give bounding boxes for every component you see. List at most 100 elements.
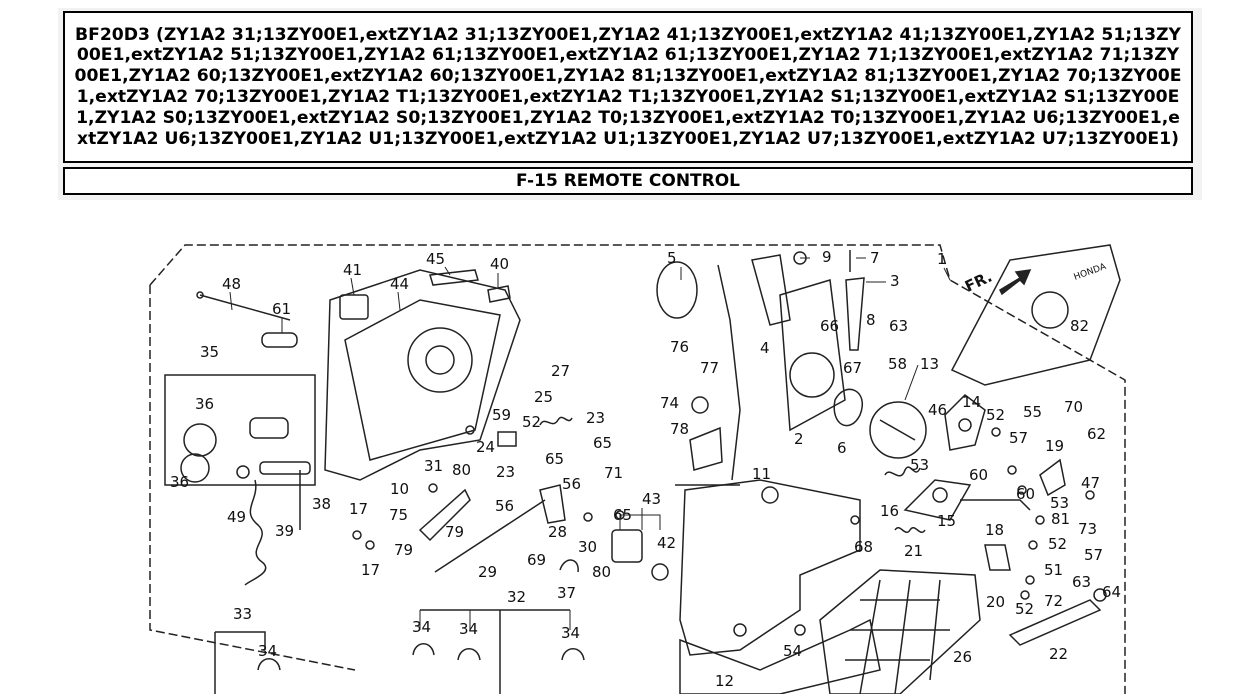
callout-36-bottom: 36 [170, 473, 189, 491]
callout-64: 64 [1102, 583, 1121, 601]
callout-45: 45 [426, 250, 445, 268]
callout-42: 42 [657, 534, 676, 552]
callout-46: 46 [928, 401, 947, 419]
callout-69: 69 [527, 551, 546, 569]
callout-35: 35 [200, 343, 219, 361]
callout-15: 15 [937, 512, 956, 530]
callout-47: 47 [1081, 474, 1100, 492]
brand-text: HONDA [1073, 262, 1109, 283]
callout-24: 24 [476, 438, 495, 456]
callout-29: 29 [478, 563, 497, 581]
callout-41: 41 [343, 261, 362, 279]
callout-79-a: 79 [445, 523, 464, 541]
callout-3: 3 [890, 272, 900, 290]
callout-44: 44 [390, 275, 409, 293]
callout-17-b: 17 [361, 561, 380, 579]
callout-62: 62 [1087, 425, 1106, 443]
callout-57-a: 57 [1009, 429, 1028, 447]
callout-77: 77 [700, 359, 719, 377]
callout-17-a: 17 [349, 500, 368, 518]
callout-11: 11 [752, 465, 771, 483]
callout-10: 10 [390, 480, 409, 498]
callout-52-c: 52 [1048, 535, 1067, 553]
callout-6: 6 [837, 439, 847, 457]
callout-23-b: 23 [586, 409, 605, 427]
callout-65-a: 65 [593, 434, 612, 452]
callout-23-a: 23 [496, 463, 515, 481]
callout-61: 61 [272, 300, 291, 318]
group-box-35 [164, 374, 316, 486]
callout-9: 9 [822, 248, 832, 266]
callout-48: 48 [222, 275, 241, 293]
direction-label: FR. [962, 268, 995, 296]
callout-57-b: 57 [1084, 546, 1103, 564]
callout-43: 43 [642, 490, 661, 508]
callout-13: 13 [920, 355, 939, 373]
callout-16: 16 [880, 502, 899, 520]
callout-7: 7 [870, 249, 880, 267]
callout-74: 74 [660, 394, 679, 412]
callout-49: 49 [227, 508, 246, 526]
callout-1: 1 [937, 250, 947, 268]
callout-67: 67 [843, 359, 862, 377]
callout-65-b: 65 [545, 450, 564, 468]
callout-80-b: 80 [592, 563, 611, 581]
callout-19: 19 [1045, 437, 1064, 455]
callout-32: 32 [507, 588, 526, 606]
callout-36-top: 36 [195, 395, 214, 413]
callout-78: 78 [670, 420, 689, 438]
callout-8: 8 [866, 311, 876, 329]
model-title: BF20D3 (ZY1A2 31;13ZY00E1,extZY1A2 31;13… [74, 24, 1182, 149]
callout-70: 70 [1064, 398, 1083, 416]
callout-34-b: 34 [459, 620, 478, 638]
callout-73: 73 [1078, 520, 1097, 538]
callout-25: 25 [534, 388, 553, 406]
section-title: F-15 REMOTE CONTROL [515, 171, 741, 191]
callout-58: 58 [888, 355, 907, 373]
callout-34-d: 34 [258, 642, 277, 660]
callout-52-b: 52 [986, 406, 1005, 424]
callout-75: 75 [389, 506, 408, 524]
callout-4: 4 [760, 339, 770, 357]
callout-52-d: 52 [1015, 600, 1034, 618]
callout-68: 68 [854, 538, 873, 556]
callout-56-b: 56 [495, 497, 514, 515]
callout-18: 18 [985, 521, 1004, 539]
callout-34-a: 34 [412, 618, 431, 636]
callout-27: 27 [551, 362, 570, 380]
callout-54: 54 [783, 642, 802, 660]
section-title-box: F-15 REMOTE CONTROL [63, 167, 1193, 195]
callout-38: 38 [312, 495, 331, 513]
callout-51: 51 [1044, 561, 1063, 579]
callout-33: 33 [233, 605, 252, 623]
callout-76: 76 [670, 338, 689, 356]
callout-60-a: 60 [969, 466, 988, 484]
callout-63-a: 63 [889, 317, 908, 335]
callout-5: 5 [667, 249, 677, 267]
callout-55: 55 [1023, 403, 1042, 421]
callout-20: 20 [986, 593, 1005, 611]
callout-56-a: 56 [562, 475, 581, 493]
callout-60-b: 60 [1016, 485, 1035, 503]
callout-81: 81 [1051, 510, 1070, 528]
parts-diagram: 48 41 45 40 44 61 35 36 36 49 38 39 10 3… [0, 200, 1260, 694]
callout-12: 12 [715, 672, 734, 690]
callout-28: 28 [548, 523, 567, 541]
callout-21: 21 [904, 542, 923, 560]
callout-22: 22 [1049, 645, 1068, 663]
callout-72: 72 [1044, 592, 1063, 610]
callout-82: 82 [1070, 317, 1089, 335]
callout-59: 59 [492, 406, 511, 424]
callout-53-b: 53 [1050, 494, 1069, 512]
callout-66: 66 [820, 317, 839, 335]
callout-30: 30 [578, 538, 597, 556]
callout-79-b: 79 [394, 541, 413, 559]
callout-14: 14 [962, 393, 981, 411]
callout-31: 31 [424, 457, 443, 475]
callout-40: 40 [490, 255, 509, 273]
callout-37: 37 [557, 584, 576, 602]
callout-71: 71 [604, 464, 623, 482]
callout-52-a: 52 [522, 413, 541, 431]
callout-34-c: 34 [561, 624, 580, 642]
callout-26: 26 [953, 648, 972, 666]
